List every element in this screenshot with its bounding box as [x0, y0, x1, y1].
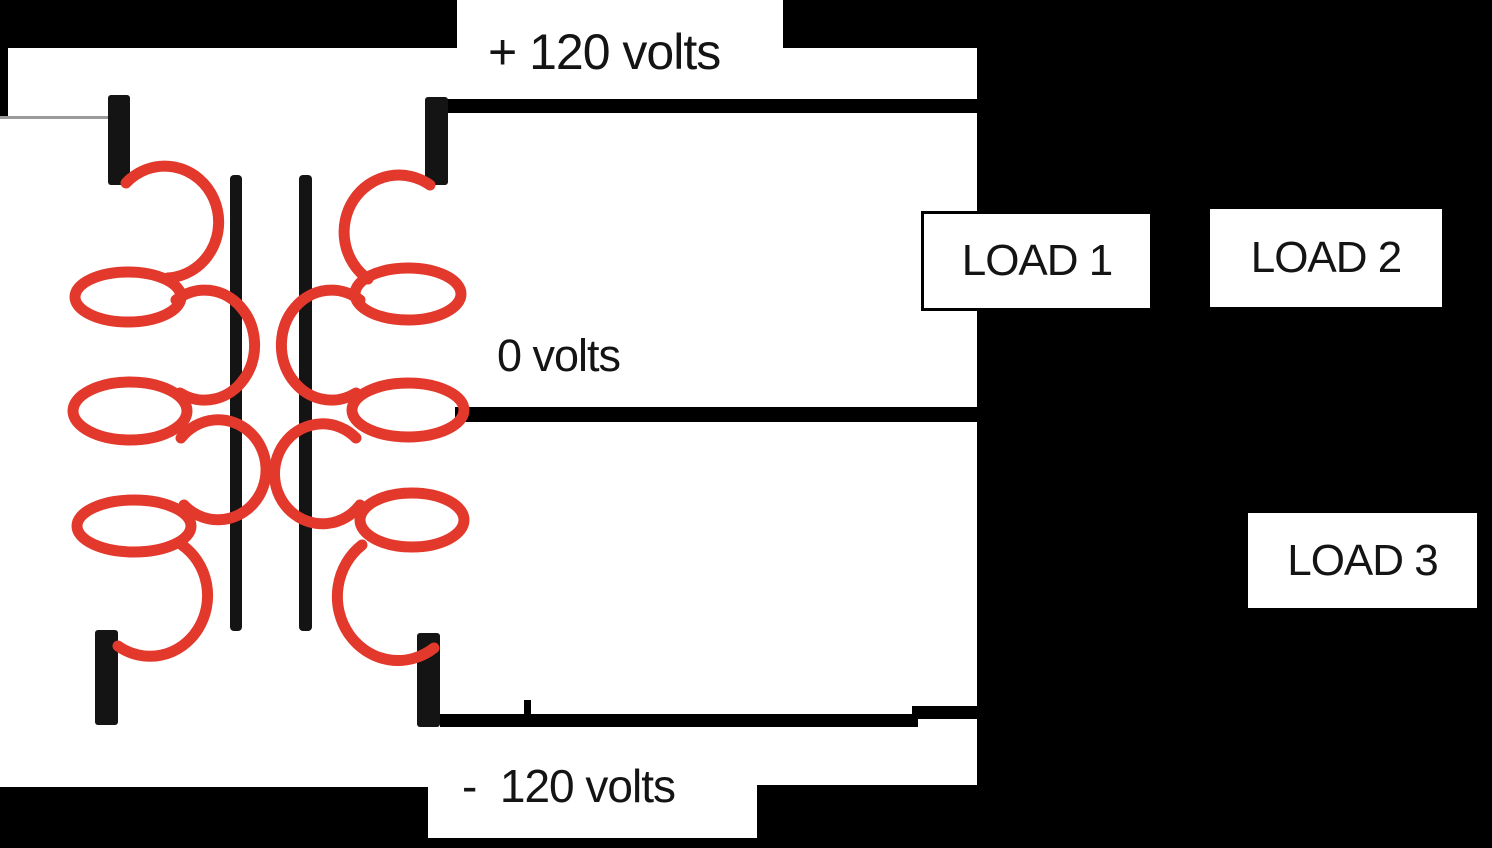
top-line-wire	[443, 99, 977, 113]
secondary-loop-1	[349, 262, 467, 326]
neutral-wire	[455, 407, 977, 422]
terminal-bottom-left	[95, 630, 118, 725]
terminal-top-right	[425, 97, 448, 185]
secondary-arc-1	[338, 169, 436, 285]
load-2-label: LOAD 2	[1250, 233, 1403, 282]
primary-loop-3	[71, 494, 197, 558]
transformer-core	[230, 175, 312, 631]
top-voltage-label-panel	[457, 0, 783, 48]
terminals	[95, 95, 448, 727]
load-1-box: LOAD 1	[921, 211, 1153, 311]
primary-arc-1	[120, 160, 225, 284]
secondary-arc-4	[331, 539, 440, 666]
load-3-box: LOAD 3	[1248, 513, 1477, 608]
primary-loop-2	[67, 376, 193, 446]
secondary-loop-2	[346, 377, 470, 443]
bottom-line-wire-step	[912, 706, 977, 719]
primary-arc-3	[175, 414, 272, 526]
terminal-top-left	[108, 95, 130, 185]
load-2-box: LOAD 2	[1210, 209, 1442, 307]
core-lamination-left	[230, 175, 242, 631]
wire-tick	[524, 700, 531, 716]
primary-arc-4	[112, 539, 214, 662]
bottom-voltage-label: - 120 volts	[462, 760, 676, 812]
secondary-loop-3	[354, 487, 470, 553]
core-lamination-right	[299, 175, 312, 631]
load-3-label: LOAD 3	[1287, 535, 1439, 585]
primary-arc-2	[170, 284, 261, 406]
scan-artifact-line	[0, 116, 108, 119]
center-tap-voltage-label: 0 volts	[497, 330, 621, 381]
left-edge-shadow	[0, 48, 8, 118]
primary-winding	[67, 160, 272, 662]
load-1-label: LOAD 1	[961, 236, 1114, 285]
secondary-winding	[268, 169, 470, 666]
bottom-voltage-label-panel	[428, 727, 757, 838]
top-voltage-label: + 120 volts	[488, 24, 721, 80]
secondary-arc-3	[268, 418, 366, 530]
bottom-line-wire	[440, 714, 918, 727]
primary-loop-1	[69, 266, 187, 328]
secondary-arc-2	[275, 284, 366, 406]
wires	[440, 99, 977, 727]
